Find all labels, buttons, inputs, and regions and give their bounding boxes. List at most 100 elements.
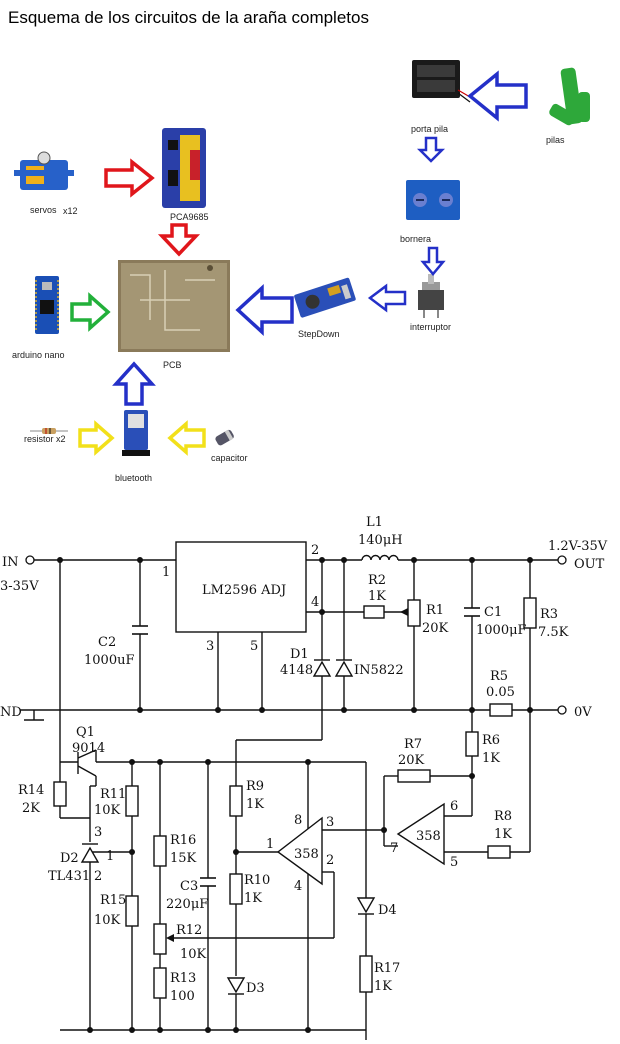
r8-value: 1K	[494, 827, 512, 842]
r16-label: R16	[170, 833, 196, 848]
r17-value: 1K	[374, 979, 392, 994]
zero-v-label: 0V	[574, 705, 592, 720]
block-diagram: porta pila pilas servos x12 PCA9685 born…	[0, 0, 620, 495]
opamp2-pin6: 6	[450, 799, 458, 814]
ic-pin5: 5	[250, 639, 258, 654]
interruptor-label: interruptor	[410, 322, 451, 332]
d2-label: D2	[60, 851, 79, 866]
servo-image	[14, 152, 74, 190]
r3-label: R3	[540, 607, 558, 622]
q1-value: 9014	[72, 741, 105, 756]
input-terminal	[26, 556, 34, 564]
c2-label: C2	[98, 635, 116, 650]
resistor-r5	[490, 704, 512, 716]
r5-value: 0.05	[486, 685, 515, 700]
r14-value: 2K	[22, 801, 40, 816]
arrow-capacitor-to-bluetooth	[170, 424, 204, 452]
gnd-label: ND	[0, 705, 22, 720]
ic-pin4: 4	[311, 595, 319, 610]
resistor-r10	[230, 874, 242, 904]
arrow-pilas-to-holder	[470, 74, 526, 118]
r8-label: R8	[494, 809, 512, 824]
resistor-r7	[398, 770, 430, 782]
inductor-l1	[362, 556, 398, 561]
capacitor-image	[214, 429, 235, 447]
bornera-label: bornera	[400, 234, 431, 244]
porta-pila-label: porta pila	[411, 124, 448, 134]
r10-label: R10	[244, 873, 270, 888]
r2-value: 1K	[368, 589, 386, 604]
arduino-nano-image	[35, 276, 59, 334]
c2-value: 1000uF	[84, 653, 134, 668]
stepdown-label: StepDown	[298, 329, 340, 339]
potentiometer-r12	[154, 924, 166, 954]
switch-image	[418, 274, 444, 318]
r16-value: 15K	[170, 851, 197, 866]
out-label: OUT	[574, 557, 605, 572]
in-range-label: 3-35V	[0, 579, 39, 594]
arrow-switch-to-stepdown	[370, 286, 405, 310]
resistor-r14	[54, 782, 66, 806]
pcb-image	[118, 260, 230, 352]
terminal-block-image	[406, 180, 460, 220]
ic-pin2: 2	[311, 543, 319, 558]
r17-label: R17	[374, 961, 400, 976]
resistor-label: resistor x2	[24, 434, 66, 444]
r2-label: R2	[368, 573, 386, 588]
opamp1-pin3: 3	[326, 815, 334, 830]
opamp2-pin7: 7	[390, 841, 398, 856]
arduino-nano-label: arduino nano	[12, 350, 65, 360]
resistor-r8	[488, 846, 510, 858]
stepdown-module-image	[294, 277, 357, 318]
l1-label: L1	[366, 515, 383, 530]
batteries-image	[548, 67, 590, 127]
servos-qty-label: x12	[63, 206, 78, 216]
r7-value: 20K	[398, 753, 425, 768]
diode-d3	[228, 978, 244, 992]
pca9685-label: PCA9685	[170, 212, 209, 222]
r12-label: R12	[176, 923, 202, 938]
resistor-r6	[466, 732, 478, 756]
ic-pin1: 1	[162, 565, 170, 580]
battery-holder-image	[412, 60, 470, 102]
d3-label: D3	[246, 981, 265, 996]
r5-label: R5	[490, 669, 508, 684]
diode-d1	[314, 662, 330, 676]
arrow-bornera-to-switch	[423, 248, 443, 274]
resistor-r17	[360, 956, 372, 992]
opamp1-pin8: 8	[294, 813, 302, 828]
ic-name-label: LM2596 ADJ	[202, 583, 286, 598]
r14-label: R14	[18, 783, 44, 798]
arrow-pca-to-pcb	[162, 225, 196, 254]
power-supply-schematic: IN 3-35V 1.2V-35V OUT ND 0V LM2596 ADJ 1…	[0, 500, 620, 1044]
arrow-bluetooth-to-pcb	[116, 364, 152, 404]
r13-value: 100	[170, 989, 195, 1004]
opamp1-label: 358	[294, 847, 319, 862]
arrow-servo-to-pca	[106, 162, 152, 194]
zero-v-terminal	[558, 706, 566, 714]
opamp1-pin2: 2	[326, 853, 334, 868]
bluetooth-label: bluetooth	[115, 473, 152, 483]
diode-d2-tl431	[82, 848, 98, 862]
arrow-holder-to-bornera	[420, 138, 442, 161]
r9-value: 1K	[246, 797, 264, 812]
arrow-resistor-to-bluetooth	[80, 424, 112, 452]
opamp1-pin4: 4	[294, 879, 302, 894]
resistor-r11	[126, 786, 138, 816]
resistor-r16	[154, 836, 166, 866]
r15-label: R15	[100, 893, 126, 908]
r15-value: 10K	[94, 913, 121, 928]
r1-value: 20K	[422, 621, 449, 636]
out-range-label: 1.2V-35V	[548, 539, 608, 554]
resistor-r2	[364, 606, 384, 618]
arrow-arduino-to-pcb	[72, 296, 108, 328]
q1-label: Q1	[76, 725, 95, 740]
c1-label: C1	[484, 605, 502, 620]
l1-value: 140μH	[358, 533, 403, 548]
potentiometer-r1	[408, 600, 420, 626]
d2-value: TL431	[48, 869, 90, 884]
in5822-label: IN5822	[354, 663, 404, 678]
pca9685-board-image	[162, 128, 206, 208]
r6-value: 1K	[482, 751, 500, 766]
r11-label: R11	[100, 787, 126, 802]
